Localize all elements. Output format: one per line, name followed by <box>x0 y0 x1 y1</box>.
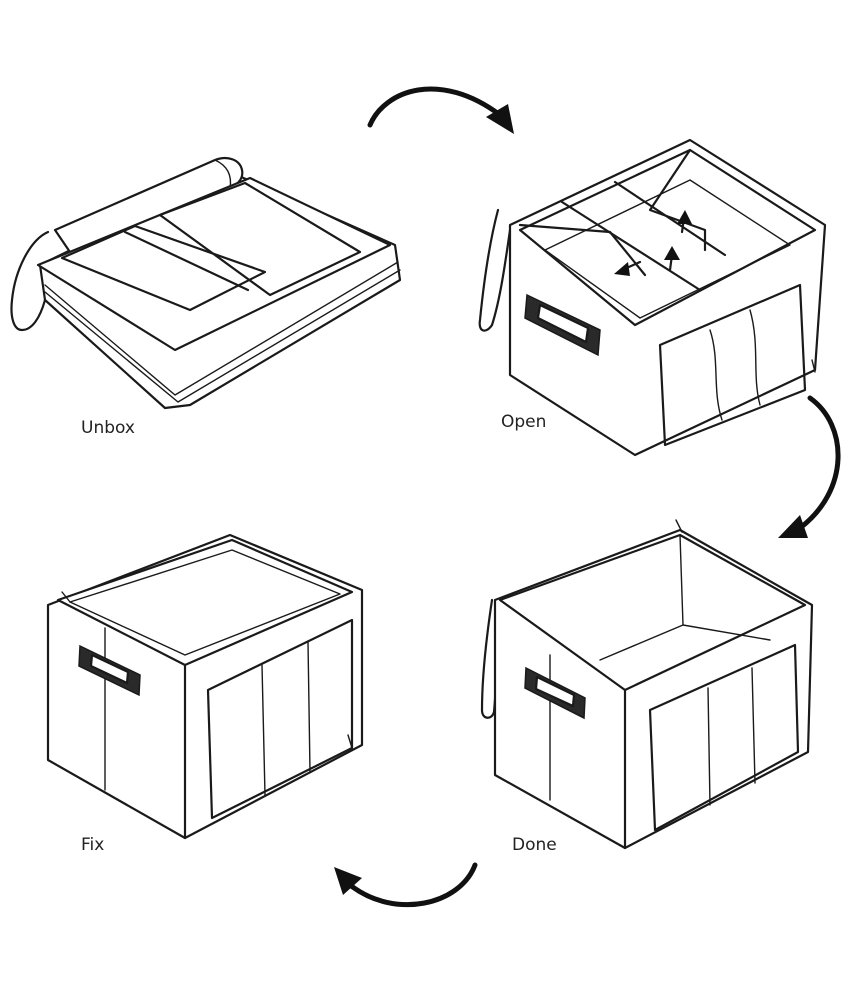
arrow-done-to-fix <box>334 862 478 908</box>
illustration-fix <box>46 533 364 840</box>
illustration-open <box>478 138 827 457</box>
arrow-unbox-to-open <box>367 86 514 134</box>
arrow-open-to-done <box>778 395 841 538</box>
step-label-unbox: Unbox <box>81 418 135 438</box>
step-label-fix: Fix <box>81 835 104 855</box>
illustration-unbox <box>10 156 402 410</box>
step-label-done: Done <box>512 835 557 855</box>
step-label-open: Open <box>501 412 546 432</box>
illustration-done <box>480 519 814 850</box>
